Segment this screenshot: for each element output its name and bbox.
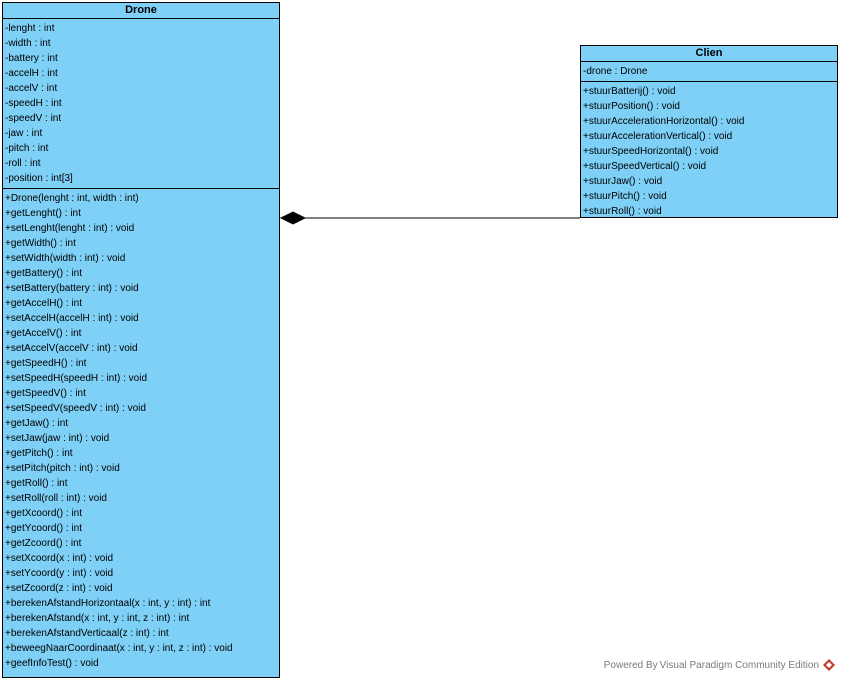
operation[interactable]: +setWidth(width : int) : void <box>5 253 126 264</box>
operation[interactable]: +getLenght() : int <box>5 208 81 219</box>
composition-diamond[interactable] <box>279 211 307 225</box>
operation[interactable]: +getAccelH() : int <box>5 298 82 309</box>
operations-compartment: +stuurBatterij() : void +stuurPosition() … <box>581 82 837 219</box>
operation[interactable]: +stuurAccelerationHorizontal() : void <box>583 116 745 127</box>
class-name: Drone <box>3 3 279 19</box>
watermark-text: Powered By Visual Paradigm Community Edi… <box>603 659 819 671</box>
attributes-compartment: -lenght : int -width : int -battery : int -… <box>3 19 279 189</box>
attribute[interactable]: -lenght : int <box>5 23 55 34</box>
attribute[interactable]: -accelV : int <box>5 83 58 94</box>
attribute[interactable]: -drone : Drone <box>583 66 648 77</box>
operation[interactable]: +getAccelV() : int <box>5 328 82 339</box>
operation[interactable]: +setSpeedH(speedH : int) : void <box>5 373 148 384</box>
class-name: Clien <box>581 46 837 62</box>
operation[interactable]: +setPitch(pitch : int) : void <box>5 463 120 474</box>
operation[interactable]: +geefInfoTest() : void <box>5 658 99 669</box>
operation[interactable]: +getZcoord() : int <box>5 538 82 549</box>
attribute[interactable]: -roll : int <box>5 158 41 169</box>
attribute[interactable]: -speedH : int <box>5 98 62 109</box>
operation[interactable]: +getRoll() : int <box>5 478 68 489</box>
operation[interactable]: +setYcoord(y : int) : void <box>5 568 114 579</box>
attribute[interactable]: -speedV : int <box>5 113 62 124</box>
attribute[interactable]: -position : int[3] <box>5 173 73 184</box>
attribute[interactable]: -width : int <box>5 38 51 49</box>
operation[interactable]: +getXcoord() : int <box>5 508 82 519</box>
operation[interactable]: +stuurSpeedHorizontal() : void <box>583 146 719 157</box>
operation[interactable]: +setSpeedV(speedV : int) : void <box>5 403 146 414</box>
operation[interactable]: +getSpeedH() : int <box>5 358 87 369</box>
operation[interactable]: +getBattery() : int <box>5 268 82 279</box>
attribute[interactable]: -battery : int <box>5 53 58 64</box>
operation[interactable]: +stuurPitch() : void <box>583 191 667 202</box>
operations-compartment: +Drone(lenght : int, width : int) +getLen… <box>3 189 279 671</box>
operation[interactable]: +getPitch() : int <box>5 448 73 459</box>
operation[interactable]: +setAccelH(accelH : int) : void <box>5 313 139 324</box>
operation[interactable]: +setJaw(jaw : int) : void <box>5 433 110 444</box>
clien-class[interactable]: Clien -drone : Drone +stuurBatterij() : … <box>580 45 838 218</box>
operation[interactable]: +stuurJaw() : void <box>583 176 663 187</box>
operation[interactable]: +Drone(lenght : int, width : int) <box>5 193 139 204</box>
operation[interactable]: +stuurRoll() : void <box>583 206 662 217</box>
attribute[interactable]: -jaw : int <box>5 128 43 139</box>
operation[interactable]: +getJaw() : int <box>5 418 69 429</box>
operation[interactable]: +setXcoord(x : int) : void <box>5 553 114 564</box>
operation[interactable]: +setBattery(battery : int) : void <box>5 283 139 294</box>
operation[interactable]: +stuurAccelerationVertical() : void <box>583 131 733 142</box>
attribute[interactable]: -pitch : int <box>5 143 49 154</box>
operation[interactable]: +setZcoord(z : int) : void <box>5 583 113 594</box>
operation[interactable]: +getWidth() : int <box>5 238 76 249</box>
visual-paradigm-logo-icon <box>823 659 835 671</box>
attribute[interactable]: -accelH : int <box>5 68 58 79</box>
operation[interactable]: +stuurSpeedVertical() : void <box>583 161 707 172</box>
operation[interactable]: +getYcoord() : int <box>5 523 82 534</box>
operation[interactable]: +setRoll(roll : int) : void <box>5 493 107 504</box>
watermark: Powered By Visual Paradigm Community Edi… <box>604 659 835 671</box>
operation[interactable]: +stuurBatterij() : void <box>583 86 676 97</box>
attributes-compartment: -drone : Drone <box>581 62 837 82</box>
operation[interactable]: +berekenAfstandVerticaal(z : int) : int <box>5 628 169 639</box>
operation[interactable]: +setAccelV(accelV : int) : void <box>5 343 138 354</box>
operation[interactable]: +beweegNaarCoordinaat(x : int, y : int, … <box>5 643 233 654</box>
operation[interactable]: +getSpeedV() : int <box>5 388 86 399</box>
operation[interactable]: +setLenght(lenght : int) : void <box>5 223 135 234</box>
operation[interactable]: +stuurPosition() : void <box>583 101 680 112</box>
operation[interactable]: +berekenAfstandHorizontaal(x : int, y : … <box>5 598 211 609</box>
drone-class[interactable]: Drone -lenght : int -width : int -battery … <box>2 2 280 678</box>
operation[interactable]: +berekenAfstand(x : int, y : int, z : in… <box>5 613 190 624</box>
